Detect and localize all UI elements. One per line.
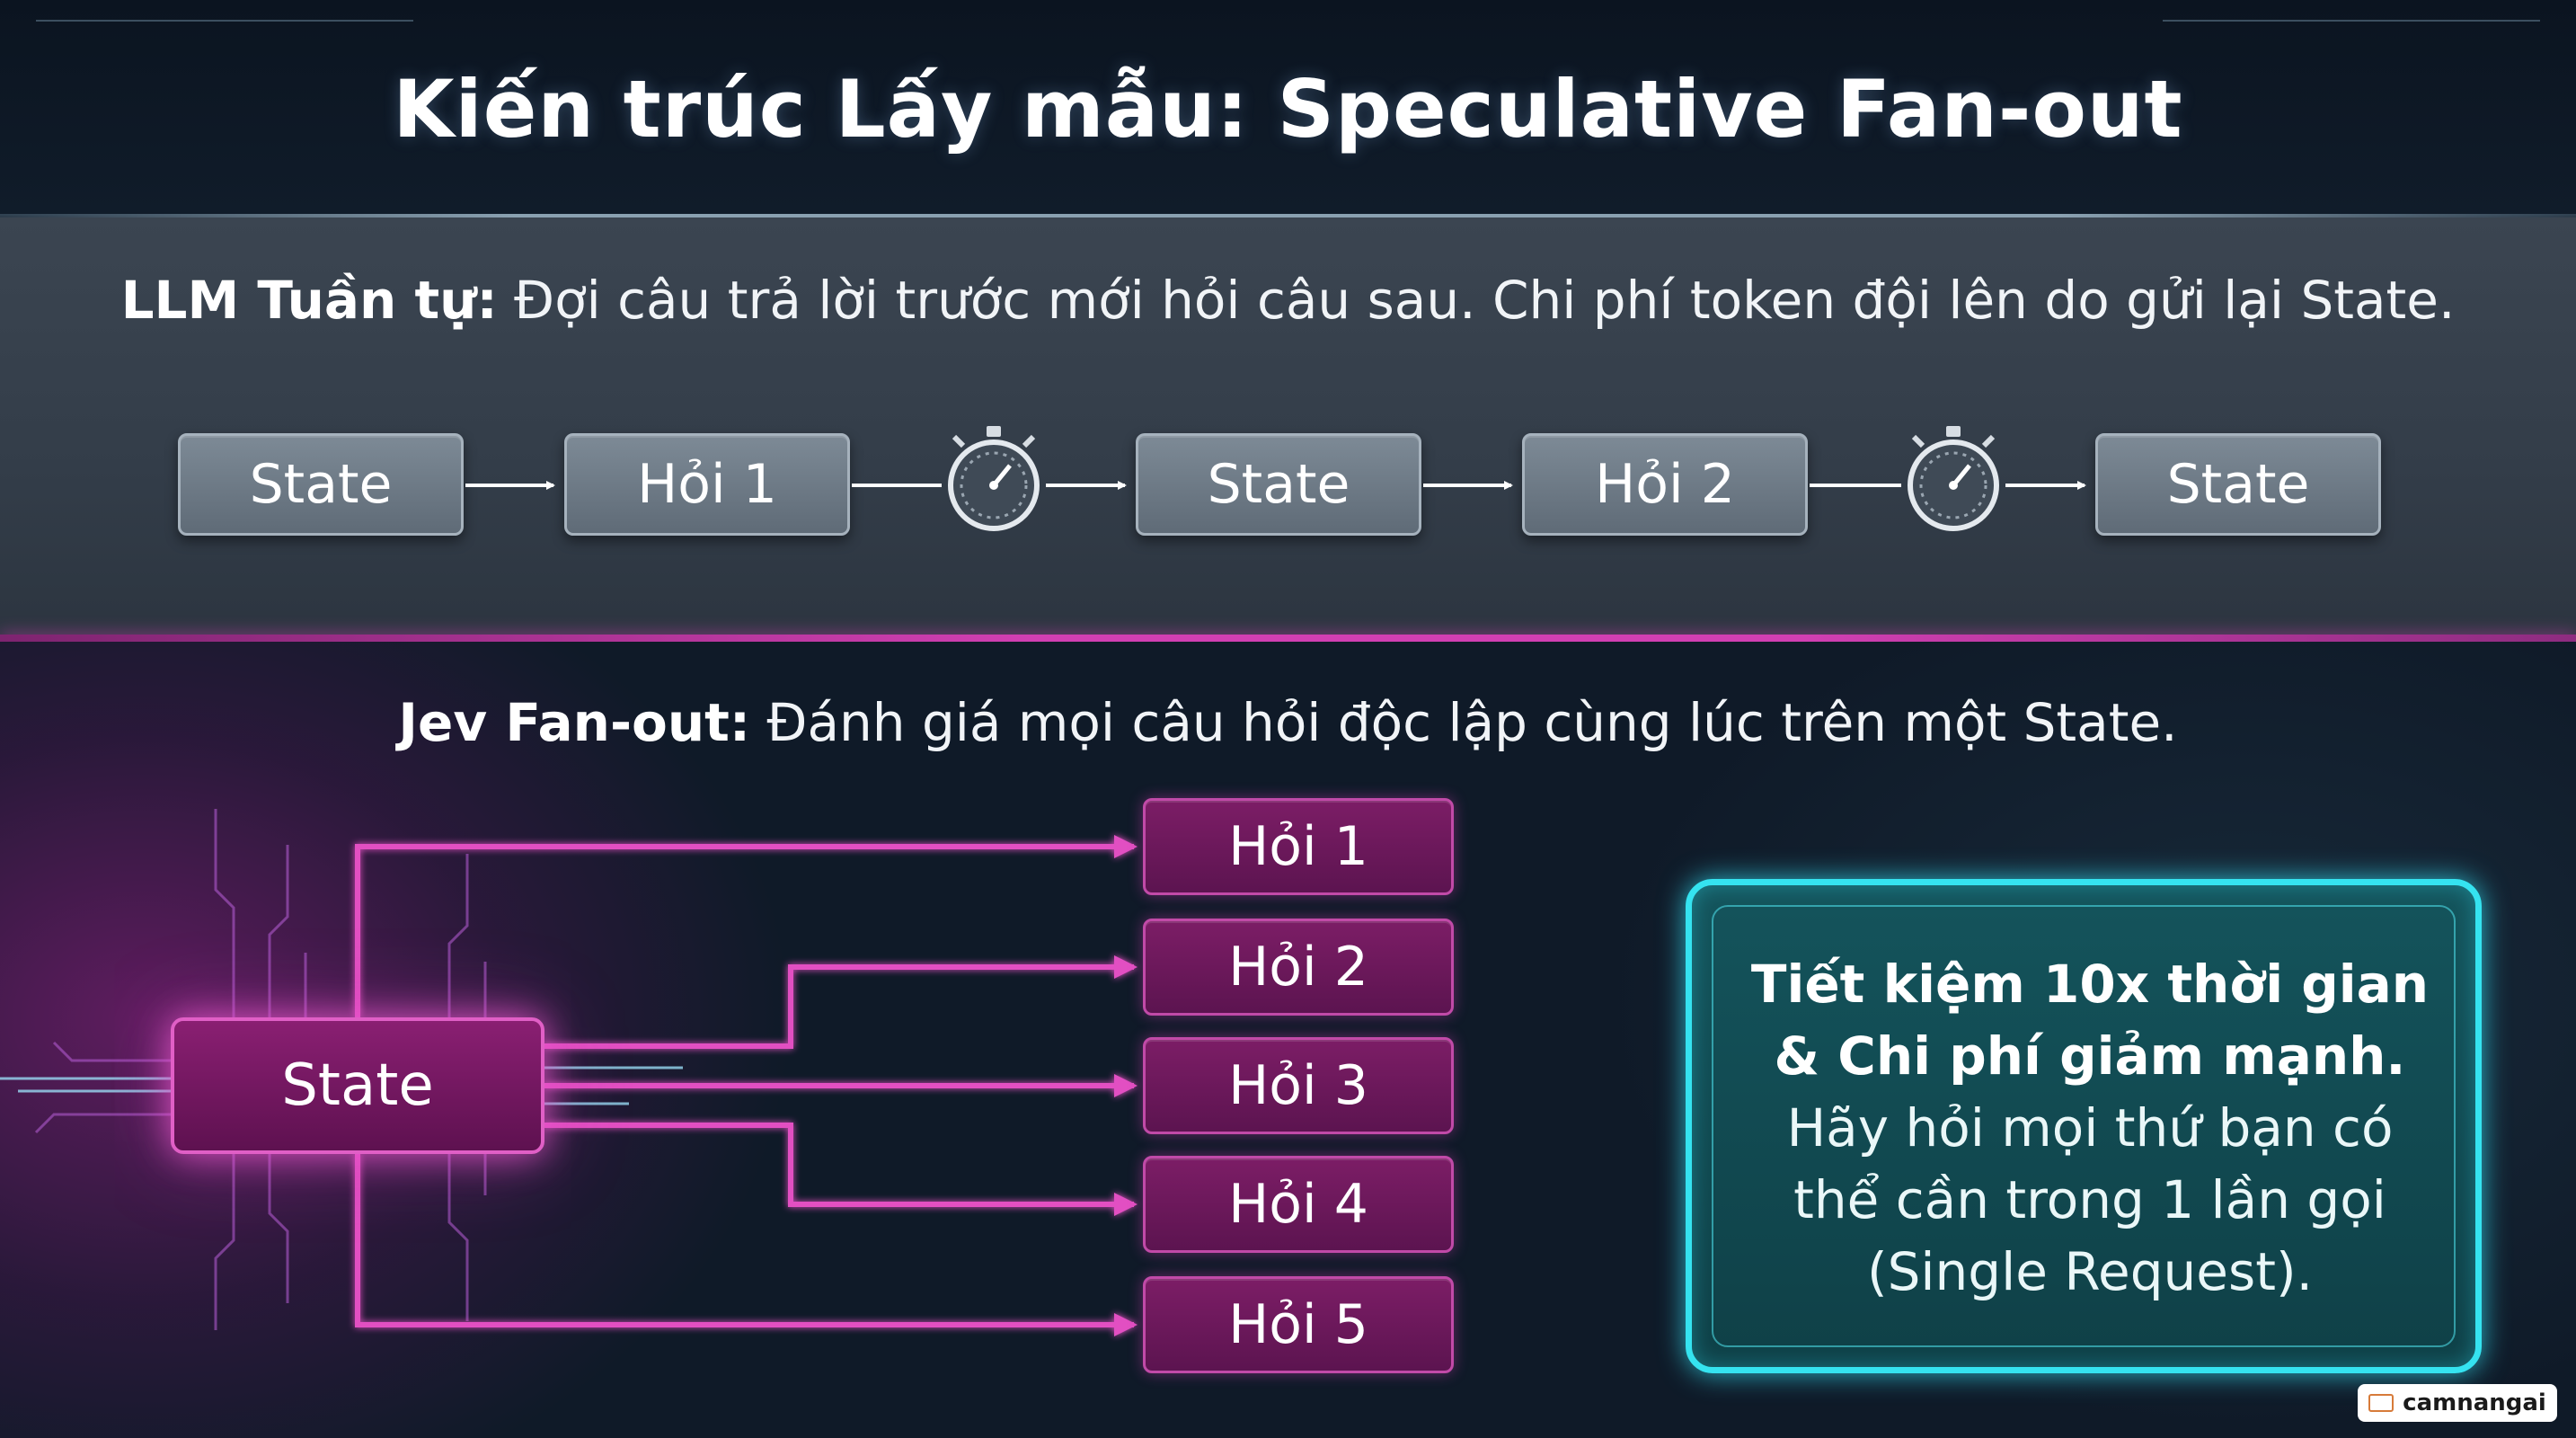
seq-step-state-2: State [1136,433,1421,536]
corner-decoration [2163,20,2540,29]
fanout-question-2: Hỏi 2 [1143,919,1454,1016]
sequential-caption-text: Đợi câu trả lời trước mới hỏi câu sau. C… [497,270,2456,331]
callout-line-5: (Single Request). [1866,1241,2314,1302]
circuit-traces [34,809,487,1330]
watermark-badge: camnangai [2358,1384,2557,1422]
fanout-caption-label: Jev Fan-out: [398,692,751,753]
fanout-connector-5 [355,1154,1138,1336]
seq-step-question-1: Hỏi 1 [564,433,850,536]
corner-decoration [36,20,413,29]
fanout-caption-text: Đánh giá mọi câu hỏi độc lập cùng lúc tr… [750,692,2178,753]
watermark-text: camnangai [2403,1389,2546,1416]
light-streaks [0,1066,683,1105]
fanout-source-state: State [171,1017,544,1154]
callout-line-2: & Chi phí giảm mạnh. [1774,1025,2406,1087]
header-band: Kiến trúc Lấy mẫu: Speculative Fan-out [0,0,2576,216]
sequential-caption: LLM Tuần tự: Đợi câu trả lời trước mới h… [0,270,2576,331]
book-icon [2368,1394,2395,1412]
sequential-connectors [465,426,2086,531]
header-divider [0,214,2576,217]
fanout-caption: Jev Fan-out: Đánh giá mọi câu hỏi độc lậ… [0,692,2576,753]
sequential-section [0,217,2576,636]
callout-line-4: thể cần trong 1 lần gọi [1793,1169,2386,1230]
fanout-question-4: Hỏi 4 [1143,1156,1454,1253]
fanout-question-5: Hỏi 5 [1143,1276,1454,1373]
stopwatch-icon [948,426,1040,531]
stopwatch-icon [1908,426,1999,531]
savings-callout: Tiết kiệm 10x thời gian & Chi phí giảm m… [1686,879,2482,1373]
fanout-connector-1 [355,835,1138,1017]
fanout-question-1: Hỏi 1 [1143,798,1454,895]
seq-step-question-2: Hỏi 2 [1522,433,1808,536]
callout-inner-border [1712,905,2456,1347]
page-title: Kiến trúc Lấy mẫu: Speculative Fan-out [393,63,2183,155]
sequential-caption-label: LLM Tuần tự: [120,270,498,331]
fanout-connector-4 [544,1123,1138,1216]
callout-line-1: Tiết kiệm 10x thời gian [1750,954,2430,1015]
section-divider [0,635,2576,642]
seq-step-state-3: State [2095,433,2381,536]
callout-text: Tiết kiệm 10x thời gian & Chi phí giảm m… [1728,948,2452,1308]
seq-step-state-1: State [178,433,464,536]
fanout-question-3: Hỏi 3 [1143,1037,1454,1134]
fanout-connector-2 [544,955,1138,1049]
callout-line-3: Hãy hỏi mọi thứ bạn có [1786,1097,2394,1158]
